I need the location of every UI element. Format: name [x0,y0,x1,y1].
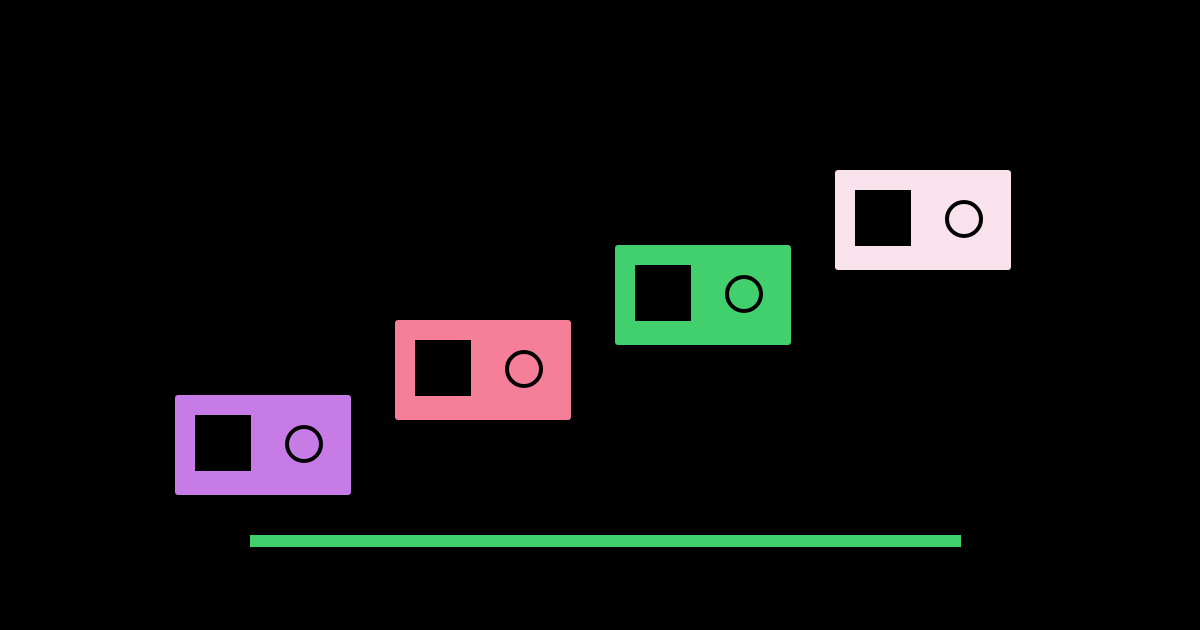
circle-icon [945,200,983,238]
purple-card [175,395,351,495]
baseline-bar [250,535,961,547]
square-icon [195,415,251,471]
square-icon [635,265,691,321]
green-card [615,245,791,345]
pink-card [395,320,571,420]
square-icon [855,190,911,246]
circle-icon [725,275,763,313]
circle-icon [285,425,323,463]
square-icon [415,340,471,396]
light-pink-card [835,170,1011,270]
circle-icon [505,350,543,388]
